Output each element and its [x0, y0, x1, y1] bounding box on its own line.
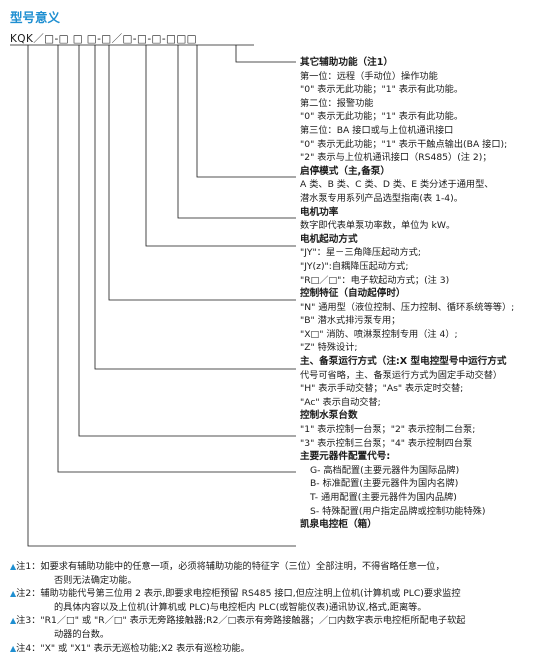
triangle-icon: ▲ [10, 616, 17, 626]
description-list: 其它辅助功能（注1） 第一位：远程（手动位）操作功能 "0" 表示无此功能；"1… [300, 56, 514, 532]
note-text: 否则无法确定功能。 [54, 574, 137, 586]
desc-line: "B" 潜水式排污泵专用； [300, 315, 401, 327]
desc-line: "0" 表示无此功能；"1" 表示有此功能。 [300, 111, 464, 123]
desc-line: 数字即代表单泵功率数，单位为 kW。 [300, 220, 456, 232]
desc-line: 其它辅助功能（注1） [300, 57, 394, 68]
note-label: 注3： [16, 615, 41, 627]
note-line: ▲注4："X" 或 "X1" 表示无巡检功能;X2 表示有巡检功能。 [10, 642, 465, 656]
desc-line: 凯泉电控柜（箱） [300, 519, 377, 531]
desc-line: 代号可省略，主、备泵运行方式为固定手动交替） [300, 369, 503, 381]
desc-line: G- 高档配置(主要元器件为国际品牌) [310, 464, 460, 476]
note-line: ▲注3："R1／□" 或 "R／□" 表示无旁路接触器;R2／□表示有旁路接触器… [10, 614, 465, 628]
note-text: 如要求有辅助功能中的任意一项，必须将辅助功能的特征字（三位）全部注明，不得省略任… [40, 561, 445, 572]
desc-line: 第二位：报警功能 [300, 97, 374, 109]
note-text: "R1／□" 或 "R／□" 表示无旁路接触器;R2／□表示有旁路接触器；／□内… [40, 615, 466, 627]
desc-line: 潜水泵专用系列产品选型指南(表 1-4)。 [300, 192, 463, 204]
note-text: "X" 或 "X1" 表示无巡检功能;X2 表示有巡检功能。 [40, 642, 250, 654]
desc-line: "3" 表示控制三台泵；"4" 表示控制四台泵 [300, 437, 473, 449]
note-text: 辅助功能代号第三位用 2 表示,即要求电控柜预留 RS485 接口,但应注明上位… [40, 588, 461, 600]
note-text: 动器的台数。 [54, 628, 110, 640]
desc-line: "0" 表示无此功能；"1" 表示有此功能。 [300, 84, 464, 96]
desc-line: "H" 表示手动交替；"As" 表示定时交替; [300, 383, 464, 395]
note-line: ▲注2：辅助功能代号第三位用 2 表示,即要求电控柜预留 RS485 接口,但应… [10, 587, 465, 601]
desc-line: 启停模式（主,备泵） [300, 165, 390, 177]
model-code-string: KQK／□-□ □ □-□／□-□-□-□□□ [10, 33, 197, 45]
desc-line: 电机起动方式 [300, 233, 358, 245]
desc-line: "Ac" 表示自动交替; [300, 396, 381, 408]
desc-line: 第三位：BA 接口或与上位机通讯接口 [300, 124, 454, 136]
desc-line: "R□／□"：电子软起动方式；(注 3) [300, 274, 450, 286]
note-line: 的具体内容以及上位机(计算机或 PLC)与电控柜内 PLC(或智能仪表)通讯协议… [10, 601, 465, 615]
desc-line: "JY(z)":自耦降压起动方式; [300, 260, 409, 272]
desc-line: 控制特征（自动起停时） [300, 288, 406, 300]
section-title: 型号意义 [10, 10, 61, 25]
note-label: 注1： [16, 561, 41, 572]
desc-line: "X□" 消防、喷淋泵控制专用（注 4）; [300, 328, 458, 340]
note-line: 否则无法确定功能。 [10, 574, 465, 588]
connector-lines [10, 44, 296, 547]
desc-line: 控制水泵台数 [300, 410, 358, 422]
desc-line: 电机功率 [300, 206, 339, 218]
desc-line: T- 通用配置(主要元器件为国内品牌) [310, 492, 457, 503]
desc-line: B- 标准配置(主要元器件为国内名牌) [310, 478, 459, 490]
triangle-icon: ▲ [10, 562, 17, 571]
desc-line: S- 特殊配置(用户指定品牌或控制功能特殊) [310, 505, 486, 517]
note-text: 的具体内容以及上位机(计算机或 PLC)与电控柜内 PLC(或智能仪表)通讯协议… [54, 601, 427, 613]
triangle-icon: ▲ [10, 589, 17, 599]
desc-line: "0" 表示无此功能；"1" 表示干触点输出(BA 接口); [300, 138, 508, 150]
desc-line: 主、备泵运行方式（注:X 型电控型号中运行方式 [300, 356, 507, 368]
desc-line: A 类、B 类、C 类、D 类、E 类分述于通用型、 [300, 179, 494, 191]
note-label: 注2： [16, 588, 41, 600]
desc-line: 主要元器件配置代号: [300, 451, 391, 463]
desc-line: "1" 表示控制一台泵；"2" 表示控制二台泵; [300, 424, 476, 436]
desc-line: "2" 表示与上位机通讯接口（RS485）(注 2)； [300, 152, 492, 164]
note-line: 动器的台数。 [10, 628, 465, 642]
note-line: ▲注1：如要求有辅助功能中的任意一项，必须将辅助功能的特征字（三位）全部注明，不… [10, 560, 465, 574]
desc-line: "N" 通用型（液位控制、压力控制、循环系统等等）; [300, 301, 515, 313]
notes-section: ▲注1：如要求有辅助功能中的任意一项，必须将辅助功能的特征字（三位）全部注明，不… [10, 560, 465, 655]
desc-line: "JY"：星－三角降压起动方式; [300, 247, 421, 259]
note-label: 注4： [16, 642, 41, 654]
desc-line: 第一位：远程（手动位）操作功能 [300, 70, 438, 82]
triangle-icon: ▲ [10, 643, 17, 653]
desc-line: "Z" 特殊设计; [300, 342, 358, 354]
